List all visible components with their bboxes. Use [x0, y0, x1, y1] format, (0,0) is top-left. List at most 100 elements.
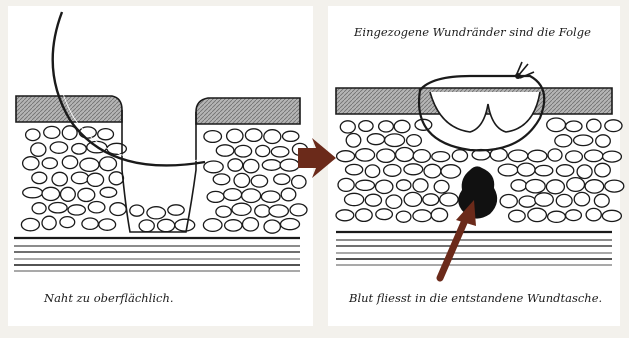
fat-cell — [264, 130, 281, 144]
fat-cell — [440, 193, 458, 206]
fat-cell — [82, 218, 98, 229]
fat-cell — [292, 176, 306, 189]
fat-cell — [62, 156, 77, 169]
fat-cell — [434, 180, 449, 193]
fat-cell — [441, 165, 461, 178]
fat-cell — [359, 121, 373, 132]
fat-cell — [290, 204, 307, 216]
fat-cell — [336, 210, 354, 221]
fat-cell — [432, 152, 450, 162]
fat-cell — [255, 205, 270, 217]
fat-cell — [500, 195, 517, 208]
fat-cell — [594, 194, 609, 207]
fat-cell — [80, 158, 99, 171]
fat-cell — [346, 164, 363, 174]
fat-cell — [68, 205, 85, 215]
fat-cell — [424, 164, 441, 178]
fat-cell — [596, 135, 611, 147]
fat-cell — [452, 150, 467, 162]
fat-cell — [404, 164, 423, 175]
fat-cell — [413, 179, 428, 192]
fat-cell — [602, 210, 621, 221]
fat-cell — [526, 180, 546, 193]
fat-cell — [228, 159, 243, 171]
fat-cell — [413, 210, 431, 222]
fat-cell — [340, 121, 355, 133]
fat-cell — [261, 191, 280, 202]
fat-cell — [574, 135, 593, 146]
caption-inverted-edges: Eingezogene Wundränder sind die Folge — [350, 24, 595, 40]
fat-cell — [110, 203, 126, 216]
fat-cell — [234, 173, 250, 187]
fat-cell — [385, 134, 405, 147]
fat-cell — [175, 219, 195, 231]
fat-cell — [50, 142, 67, 153]
fat-cell — [345, 193, 364, 205]
fat-cell — [49, 203, 67, 213]
fat-cell — [556, 194, 572, 207]
fat-cell — [130, 205, 144, 216]
fat-cell — [587, 119, 601, 132]
fat-cell — [71, 172, 88, 184]
fat-cell — [528, 150, 547, 162]
fat-cell — [61, 187, 76, 201]
fat-cell — [605, 180, 624, 192]
fat-cell — [280, 159, 299, 171]
fat-cell — [204, 161, 223, 173]
fat-cell — [535, 193, 554, 206]
fat-cell — [243, 159, 259, 172]
fat-cell — [566, 121, 582, 132]
fat-cell — [224, 189, 242, 201]
fat-cell — [574, 192, 589, 205]
fat-cell — [413, 150, 430, 163]
fat-cell — [396, 148, 414, 162]
fat-cell — [356, 149, 375, 161]
fat-cell — [356, 180, 375, 190]
fat-cell — [235, 145, 252, 157]
fat-cell — [262, 160, 281, 171]
fat-cell — [72, 144, 87, 155]
fat-cell — [376, 209, 393, 220]
fat-cell — [44, 126, 60, 138]
fat-cell — [52, 172, 67, 186]
fat-cell — [394, 120, 410, 132]
fat-cell — [98, 129, 114, 140]
fat-cell — [109, 172, 123, 185]
fat-cell — [21, 218, 39, 230]
fat-cell — [511, 180, 526, 191]
fat-cell — [566, 151, 583, 163]
fat-cell — [377, 149, 395, 162]
fat-cell — [32, 172, 47, 183]
fat-cell — [548, 149, 562, 161]
fat-cell — [379, 121, 394, 132]
fat-cell — [264, 220, 280, 233]
fat-cell — [100, 187, 117, 197]
fat-cell — [274, 174, 290, 185]
fat-cell — [168, 205, 184, 215]
fat-cell — [281, 219, 300, 230]
fat-cell — [365, 194, 381, 206]
fat-cell — [396, 211, 411, 222]
fat-cell — [546, 180, 564, 194]
fat-cell — [139, 220, 154, 232]
fat-cell — [232, 203, 251, 215]
fat-cell — [225, 220, 242, 231]
fat-cell — [397, 180, 411, 191]
fat-cell — [595, 163, 611, 177]
fat-cell — [376, 180, 393, 193]
fat-cell — [88, 202, 105, 213]
fat-cell — [509, 210, 526, 222]
fat-cell — [535, 165, 553, 175]
fat-cell — [245, 129, 262, 142]
fat-cell — [423, 194, 439, 206]
fat-cell — [547, 118, 566, 132]
fat-cell — [384, 165, 401, 177]
fat-cell — [203, 219, 222, 232]
fat-cell — [32, 203, 46, 214]
fat-cell — [23, 157, 39, 170]
fat-cell — [216, 206, 231, 217]
fat-cell — [99, 219, 116, 230]
fat-cell — [281, 188, 296, 201]
fat-cell — [207, 191, 224, 202]
right-tissue — [336, 62, 624, 278]
